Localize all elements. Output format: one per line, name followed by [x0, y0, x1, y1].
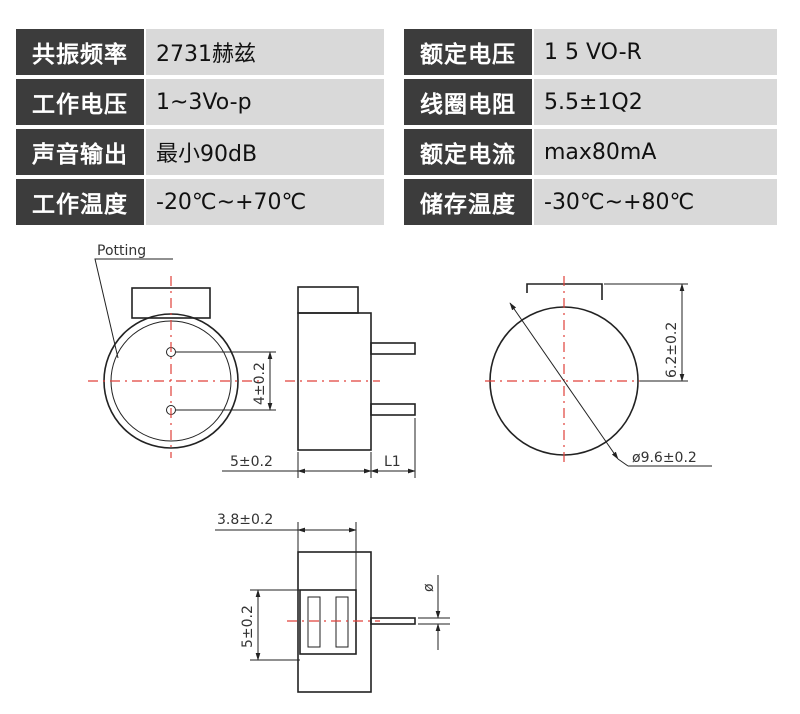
tab-height-dimension: 6.2±0.2: [664, 322, 680, 378]
spec-label: 线圈电阻: [404, 79, 532, 125]
side-view: 5±0.2 L1: [222, 286, 416, 478]
spec-row: 工作温度 -20℃~+70℃ 储存温度 -30℃~+80℃: [16, 179, 785, 225]
spec-label: 储存温度: [404, 179, 532, 225]
spec-value: 最小90dB: [146, 129, 384, 175]
spec-label: 工作电压: [16, 79, 144, 125]
potting-leader: [94, 258, 173, 359]
diameter-line: [509, 302, 619, 460]
spec-label: 额定电流: [404, 129, 532, 175]
spec-value: 2731赫兹: [146, 29, 384, 75]
pin-diameter-dimension: ø: [421, 583, 437, 592]
spec-value: -30℃~+80℃: [534, 179, 777, 225]
spec-row: 声音输出 最小90dB 额定电流 max80mA: [16, 129, 785, 175]
bottom-view-frame: [299, 589, 357, 655]
bottom-width-dimension: 3.8±0.2: [217, 512, 273, 528]
potting-label: Potting: [97, 243, 146, 259]
spec-label: 工作温度: [16, 179, 144, 225]
body-height-dimension: 5±0.2: [230, 454, 273, 470]
spec-label: 额定电压: [404, 29, 532, 75]
spec-label: 声音输出: [16, 129, 144, 175]
top-view-tab: [131, 287, 211, 319]
spec-row: 共振频率 2731赫兹 额定电压 1 5 VO-R: [16, 29, 785, 75]
diameter-dimension: ø9.6±0.2: [632, 450, 697, 466]
spec-value: 5.5±1Q2: [534, 79, 777, 125]
front-view: ø9.6±0.2 6.2±0.2: [485, 276, 712, 467]
spec-value: max80mA: [534, 129, 777, 175]
bottom-view: 3.8±0.2 5±0.2 ø: [215, 512, 450, 693]
spec-value: -20℃~+70℃: [146, 179, 384, 225]
leader-line: [617, 458, 629, 467]
spec-table: 共振频率 2731赫兹 额定电压 1 5 VO-R 工作电压 1~3Vo-p 线…: [16, 29, 785, 229]
spec-row: 工作电压 1~3Vo-p 线圈电阻 5.5±1Q2: [16, 79, 785, 125]
pin-length-dimension: L1: [384, 454, 401, 470]
spec-value: 1 5 VO-R: [534, 29, 777, 75]
top-view: Potting 4±0.2: [88, 243, 276, 458]
bottom-view-pin: [370, 617, 416, 625]
spec-label: 共振频率: [16, 29, 144, 75]
side-view-pin: [370, 342, 416, 355]
side-view-tab: [297, 286, 359, 314]
bottom-view-slot: [335, 596, 349, 648]
bottom-height-dimension: 5±0.2: [240, 605, 256, 648]
bottom-view-slot: [307, 596, 321, 648]
side-view-pin: [370, 403, 416, 416]
spec-value: 1~3Vo-p: [146, 79, 384, 125]
side-view-body: [297, 312, 372, 451]
pin-spacing-dimension: 4±0.2: [252, 362, 268, 405]
bottom-view-body: [297, 551, 372, 693]
